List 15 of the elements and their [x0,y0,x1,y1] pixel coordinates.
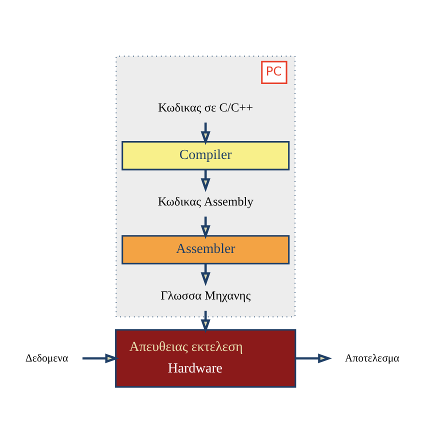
arrow [296,353,332,363]
arrow [82,353,120,363]
node-text: Δεδομενα [25,352,68,364]
node-text: Γλωσσα Μηχανης [160,288,251,302]
node-box: Compiler [122,140,290,170]
arrow [200,310,210,333]
arrow [200,216,210,239]
node-box: Απευθειας εκτελεση Hardware [115,328,296,388]
node-text: Κωδικας Assembly [158,194,254,208]
node-text: Αποτελεσμα [344,352,400,364]
arrow [200,122,210,145]
arrow [200,263,210,286]
arrow [200,169,210,192]
node-box: Assembler [122,234,290,264]
node-text: Κωδικας σε C/C++ [158,100,254,114]
